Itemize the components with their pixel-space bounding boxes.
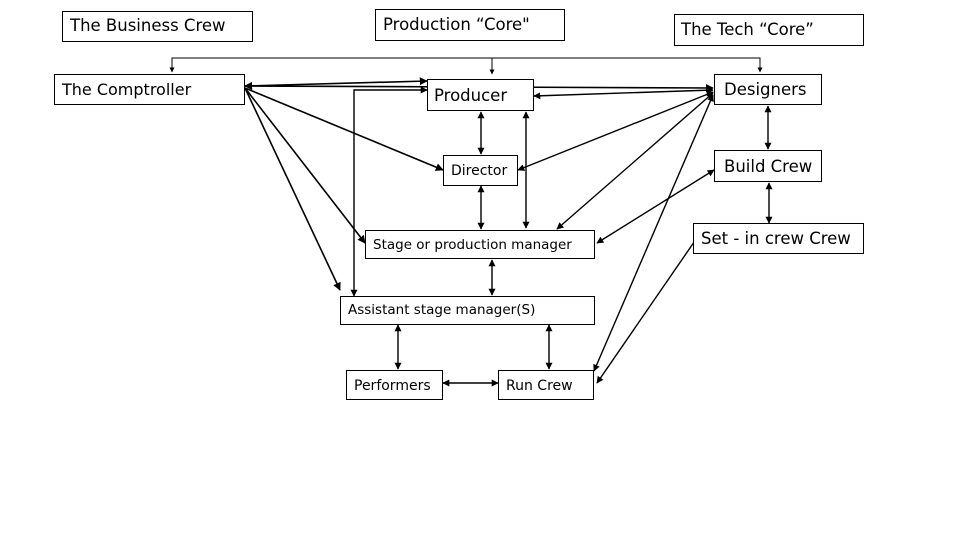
producer-node: Producer [427, 79, 534, 111]
tech-links [517, 91, 773, 384]
tech-core-header: The Tech “Core” [674, 14, 864, 46]
designers-node: Designers [714, 74, 822, 105]
set-in-crew-node: Set - in crew Crew [693, 223, 864, 254]
business-crew-label: The Business Crew [70, 16, 226, 35]
director-label: Director [451, 163, 508, 179]
link-build-crew-stage-manager [596, 169, 715, 244]
run-crew-node: Run Crew [498, 370, 594, 400]
producer-label: Producer [434, 86, 508, 105]
performers-node: Performers [346, 370, 443, 400]
link-comptroller-stage-manager [244, 87, 366, 244]
run-crew-label: Run Crew [506, 378, 573, 394]
stage-manager-label: Stage or production manager [373, 237, 572, 253]
link-producer-asm [350, 86, 428, 297]
link-producer-designers [533, 86, 714, 100]
link-comptroller-producer [244, 77, 428, 90]
link-comptroller-asm [244, 87, 341, 291]
assistant-stage-manager-node: Assistant stage manager(S) [340, 296, 595, 325]
set-in-crew-label: Set - in crew Crew [701, 229, 851, 248]
comptroller-label: The Comptroller [62, 80, 192, 99]
link-designers-director [517, 91, 714, 171]
link-comptroller-director [244, 87, 444, 171]
production-core-header: Production “Core" [375, 9, 565, 41]
performers-label: Performers [354, 378, 431, 394]
stage-manager-node: Stage or production manager [365, 230, 595, 259]
production-core-label: Production “Core" [383, 15, 530, 34]
build-crew-label: Build Crew [724, 157, 813, 176]
assistant-stage-manager-label: Assistant stage manager(S) [348, 302, 536, 318]
bus-line [171, 57, 763, 73]
designers-label: Designers [724, 80, 807, 99]
build-crew-node: Build Crew [714, 150, 822, 182]
link-set-in-crew-run-crew [596, 231, 702, 384]
director-node: Director [443, 155, 518, 186]
tech-core-label: The Tech “Core” [681, 20, 814, 39]
comptroller-node: The Comptroller [54, 74, 245, 105]
business-crew-header: The Business Crew [62, 11, 253, 42]
link-designers-stage-manager [556, 92, 714, 230]
top-bus [169, 57, 763, 75]
